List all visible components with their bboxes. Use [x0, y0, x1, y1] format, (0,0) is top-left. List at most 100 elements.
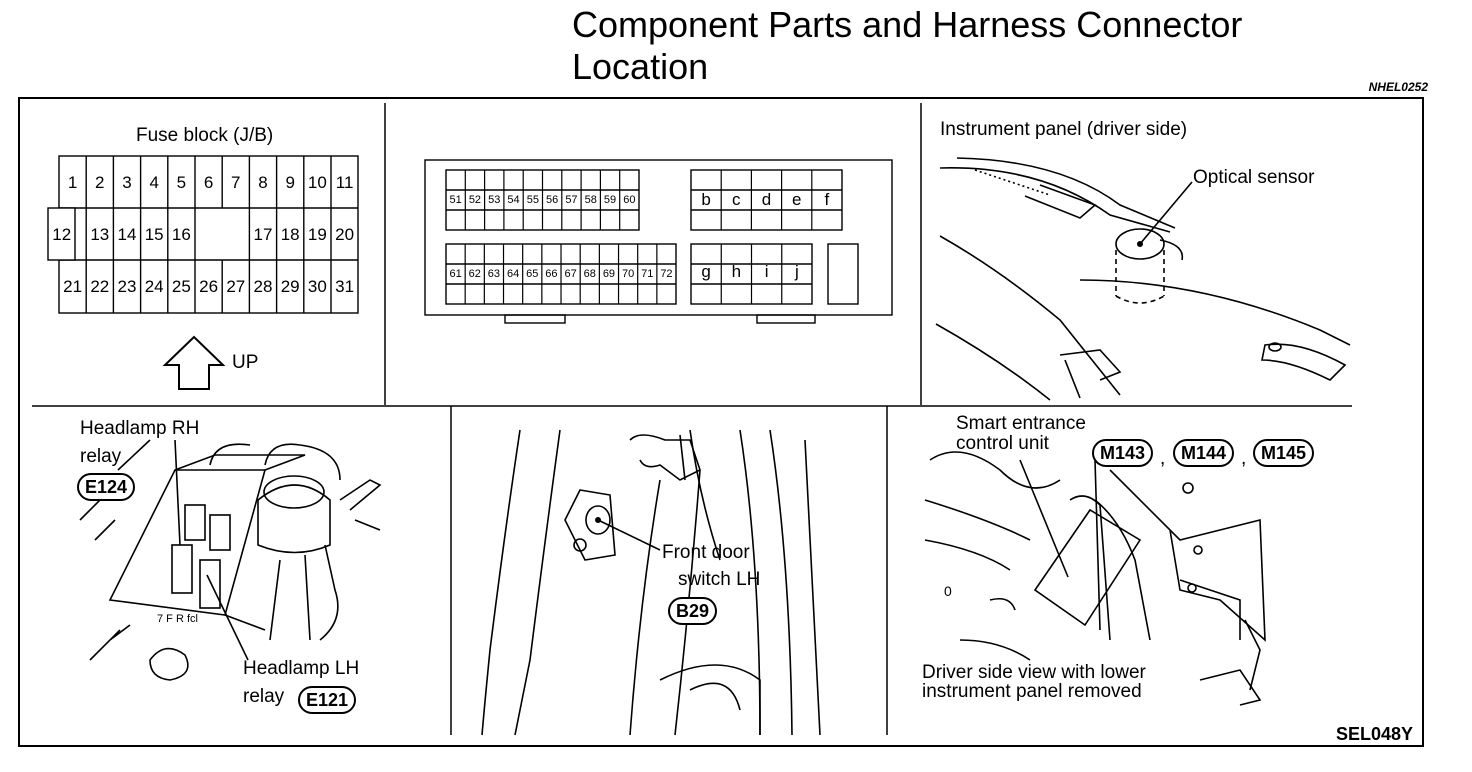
comma-1: , — [1160, 448, 1166, 469]
connector-block-outline — [424, 159, 893, 324]
fuse-18: 18 — [280, 225, 300, 244]
panel-mark: 0 — [944, 583, 952, 599]
fuse-13: 13 — [90, 225, 110, 244]
fuse-27: 27 — [226, 277, 246, 296]
pin-72: 72 — [660, 268, 673, 280]
fuse-4: 4 — [149, 173, 159, 192]
headlamp-rh-label: Headlamp RH — [80, 418, 200, 439]
fuse-block-grid — [47, 155, 359, 314]
fuse-24: 24 — [144, 277, 164, 296]
fuse-26: 26 — [199, 277, 219, 296]
control-unit-label: control unit — [956, 433, 1049, 454]
pin-54: 54 — [507, 194, 520, 206]
fuse-7: 7 — [231, 173, 241, 192]
diagram-frame — [18, 97, 1424, 747]
pin-51: 51 — [449, 194, 462, 206]
up-arrow-icon — [162, 335, 226, 390]
pin-b: b — [701, 190, 711, 209]
fuse-30: 30 — [307, 277, 327, 296]
fuse-21: 21 — [63, 277, 83, 296]
pin-71: 71 — [641, 268, 654, 280]
fuse-28: 28 — [253, 277, 273, 296]
fuse-5: 5 — [176, 173, 187, 192]
doc-code-bottom: SEL048Y — [1336, 724, 1414, 744]
fuse-16: 16 — [171, 225, 191, 244]
optical-sensor-label: Optical sensor — [1193, 167, 1315, 188]
fuse-11: 11 — [335, 173, 354, 192]
fuse-3: 3 — [122, 173, 132, 192]
pin-65: 65 — [526, 268, 539, 280]
pin-h: h — [731, 262, 742, 281]
fuse-12: 12 — [52, 225, 72, 244]
pin-52: 52 — [468, 194, 482, 206]
pin-70: 70 — [621, 268, 635, 280]
pin-f: f — [824, 190, 830, 209]
headlamp-relay-drawing — [79, 439, 382, 681]
pin-56: 56 — [546, 194, 559, 206]
fuse-14: 14 — [117, 225, 137, 244]
fuse-25: 25 — [171, 277, 191, 296]
headlamp-lh-label: Headlamp LH — [243, 658, 360, 679]
smart-entrance-drawing — [924, 451, 1266, 706]
fuse-1: 1 — [67, 173, 78, 192]
pin-67: 67 — [564, 268, 577, 280]
relay-marks: 7 F R fcl — [157, 613, 198, 625]
pin-j: j — [794, 262, 799, 281]
pin-d: d — [761, 190, 772, 209]
fuse-17: 17 — [253, 225, 273, 244]
view-note-line-1: Driver side view with lower — [922, 662, 1146, 683]
pin-60: 60 — [623, 194, 636, 206]
fuse-10: 10 — [307, 173, 327, 192]
fuse-23: 23 — [117, 277, 137, 296]
instrument-panel-drawing — [935, 157, 1351, 401]
connector-b29: B29 — [668, 597, 718, 625]
pin-g: g — [701, 262, 711, 281]
pin-66: 66 — [545, 268, 558, 280]
smart-entrance-label: Smart entrance — [956, 413, 1086, 434]
comma-2: , — [1241, 448, 1247, 469]
pin-e: e — [791, 190, 802, 209]
fuse-8: 8 — [258, 173, 268, 192]
fuse-block-heading: Fuse block (J/B) — [136, 125, 274, 146]
pin-59: 59 — [603, 194, 617, 206]
pin-61: 61 — [449, 268, 462, 280]
doc-code-top: NHEL0252 — [1368, 80, 1428, 94]
pin-55: 55 — [526, 194, 539, 206]
fuse-dividers — [85, 156, 332, 313]
pin-57: 57 — [565, 194, 578, 206]
connector-dividers — [464, 170, 813, 304]
switch-lh-label: switch LH — [678, 569, 761, 590]
title-line-1: Component Parts and Harness Connector — [572, 4, 1243, 45]
fuse-2: 2 — [95, 173, 105, 192]
headlamp-rh-relay-label: relay — [80, 446, 122, 467]
fuse-29: 29 — [280, 277, 300, 296]
pin-58: 58 — [584, 194, 597, 206]
pin-63: 63 — [487, 268, 501, 280]
connector-e124: E124 — [77, 473, 136, 501]
connector-e121: E121 — [298, 686, 357, 714]
fuse-22: 22 — [90, 277, 110, 296]
door-switch-drawing — [481, 429, 821, 736]
pin-64: 64 — [506, 268, 520, 280]
connector-m144: M144 — [1173, 439, 1235, 467]
pin-68: 68 — [583, 268, 596, 280]
headlamp-lh-relay-label: relay — [243, 686, 285, 707]
pin-c: c — [732, 190, 741, 209]
panel-dividers — [32, 103, 1352, 735]
pin-i: i — [764, 262, 769, 281]
pin-69: 69 — [602, 268, 616, 280]
connector-m143: M143 — [1092, 439, 1154, 467]
front-door-label: Front door — [662, 542, 750, 563]
pin-53: 53 — [488, 194, 501, 206]
fuse-20: 20 — [335, 225, 355, 244]
fuse-19: 19 — [307, 225, 327, 244]
title-line-2: Location — [572, 46, 709, 87]
instrument-panel-heading: Instrument panel (driver side) — [940, 119, 1188, 140]
fuse-9: 9 — [285, 173, 295, 192]
up-label: UP — [232, 352, 259, 373]
fuse-6: 6 — [203, 173, 214, 192]
page-title: Component Parts and Harness Connector Lo… — [572, 4, 1242, 88]
view-note-line-2: instrument panel removed — [922, 681, 1142, 702]
connector-m145: M145 — [1253, 439, 1315, 467]
